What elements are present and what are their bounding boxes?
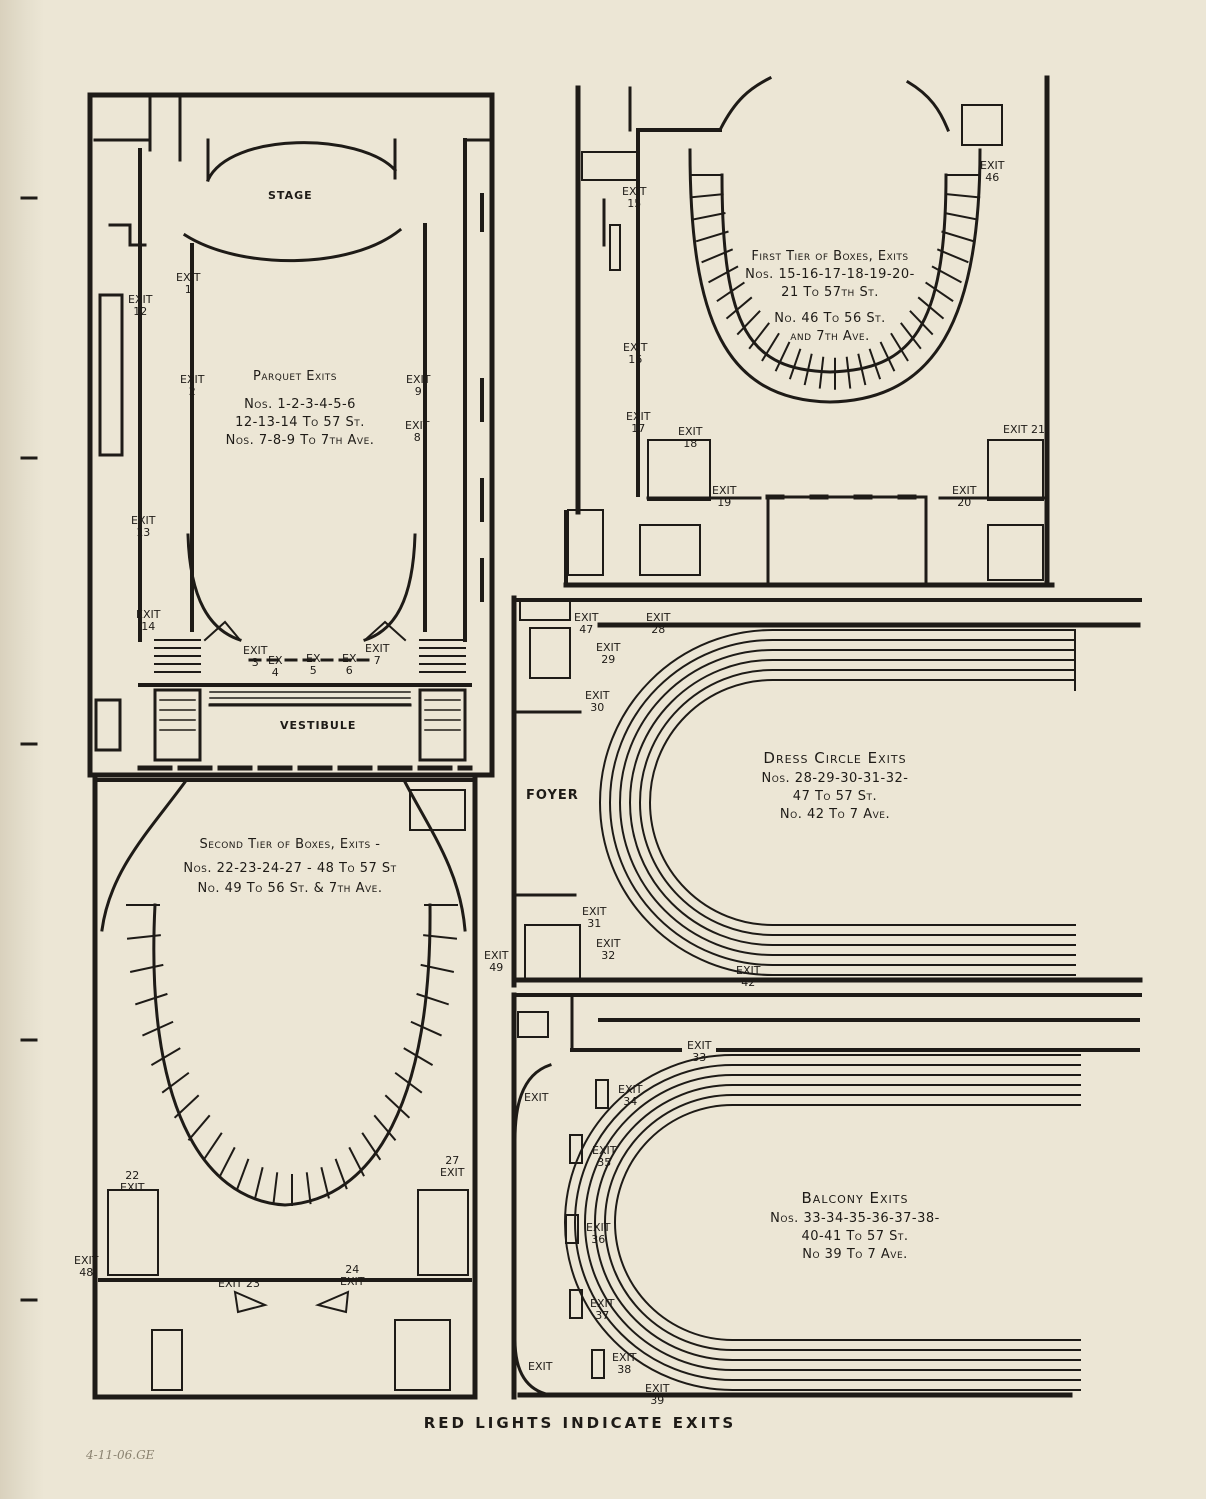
balcony-line-3: No 39 To 7 Ave.: [802, 1247, 908, 1262]
balcony-title: Balcony Exits: [801, 1189, 909, 1207]
second-tier-plan: [92, 777, 478, 1400]
first-tier-line-2: 21 To 57th St.: [781, 285, 879, 300]
first-tier-line-4: and 7th Ave.: [790, 329, 870, 344]
second-tier-title: Second Tier of Boxes, Exits -: [199, 837, 381, 852]
balcony-plan: [511, 992, 1142, 1400]
dress-circle-line-3: No. 42 To 7 Ave.: [779, 807, 891, 822]
dress-circle-line-1: Nos. 28-29-30-31-32-: [761, 771, 909, 786]
first-tier-title: First Tier of Boxes, Exits: [751, 249, 909, 264]
first-tier-plan: [563, 75, 1055, 588]
exit-left-top: EXIT: [524, 1091, 549, 1104]
parquet-line-3: Nos. 7-8-9 To 7th Ave.: [225, 433, 375, 448]
parquet-line-2: 12-13-14 To 57 St.: [235, 415, 365, 430]
second-tier-line-1: Nos. 22-23-24-27 - 48 To 57 St: [183, 861, 397, 876]
binding-stitches: [20, 196, 38, 1302]
binding-edge: [0, 0, 44, 1499]
parquet-title: Parquet Exits: [253, 369, 337, 384]
exit-left-bottom: EXIT: [528, 1360, 553, 1373]
dress-circle-plan: [511, 595, 1143, 988]
foyer-label: FOYER: [526, 788, 579, 803]
stage-label: STAGE: [268, 189, 313, 202]
second-tier-line-2: No. 49 To 56 St. & 7th Ave.: [197, 881, 383, 896]
dress-circle-title: Dress Circle Exits: [763, 749, 907, 767]
footer-caption: RED LIGHTS INDICATE EXITS: [423, 1414, 737, 1432]
balcony-line-1: Nos. 33-34-35-36-37-38-: [770, 1211, 940, 1226]
exit-23: EXIT 23: [218, 1277, 260, 1290]
handwritten-note: 4-11-06.GE: [86, 1448, 155, 1462]
parquet-plan: [87, 92, 495, 778]
vestibule-label: VESTIBULE: [280, 719, 357, 732]
first-tier-line-1: Nos. 15-16-17-18-19-20-: [745, 267, 915, 282]
first-tier-line-3: No. 46 To 56 St.: [774, 311, 886, 326]
exit-21: EXIT 21: [1003, 423, 1045, 436]
balcony-line-2: 40-41 To 57 St.: [801, 1229, 909, 1244]
parquet-line-1: Nos. 1-2-3-4-5-6: [244, 397, 356, 412]
dress-circle-line-2: 47 To 57 St.: [792, 789, 878, 804]
